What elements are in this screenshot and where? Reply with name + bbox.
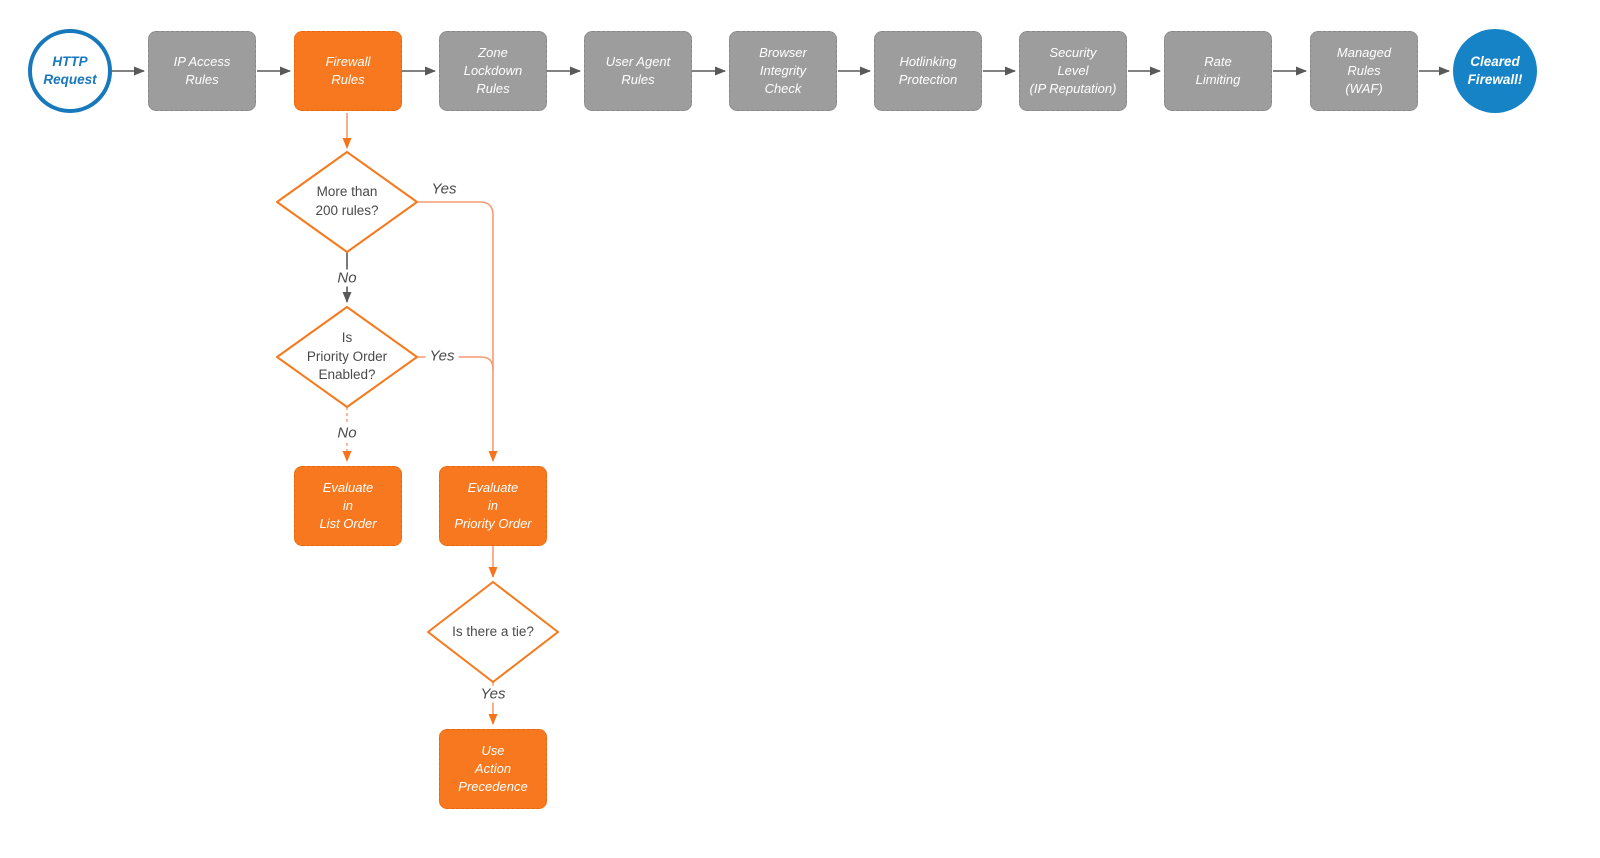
step-firewall-rules: Firewall Rules — [294, 31, 402, 111]
action-evaluate-in-list-order: Evaluate in List Order — [294, 466, 402, 546]
action-use-action-precedence: Use Action Precedence — [439, 729, 547, 809]
end-node-cleared-firewall: Cleared Firewall! — [1453, 29, 1537, 113]
decision-more-than-200-rules-label: More than 200 rules? — [315, 184, 379, 218]
edge-label-yes-decision1: Yes — [427, 180, 461, 198]
step-label: IP Access Rules — [173, 54, 231, 87]
step-user-agent-rules: User Agent Rules — [584, 31, 692, 111]
step-label: Firewall Rules — [325, 54, 371, 87]
connector-decision1-yes-to-priority-order — [417, 201, 498, 462]
step-label: Security Level (IP Reputation) — [1029, 45, 1117, 96]
step-label: Hotlinking Protection — [898, 54, 958, 87]
edge-label-no-decision1: No — [333, 269, 361, 287]
edge-label-no-decision2: No — [333, 424, 361, 442]
action-label: Evaluate in Priority Order — [454, 480, 532, 531]
step-label: Browser Integrity Check — [759, 45, 807, 96]
step-rate-limiting: Rate Limiting — [1164, 31, 1272, 111]
step-ip-access-rules: IP Access Rules — [148, 31, 256, 111]
edge-label-yes-decision2: Yes — [425, 347, 459, 365]
step-label: Managed Rules (WAF) — [1336, 45, 1392, 96]
connector-decision2-yes-join — [417, 356, 494, 370]
action-evaluate-in-priority-order: Evaluate in Priority Order — [439, 466, 547, 546]
step-browser-integrity-check: Browser Integrity Check — [729, 31, 837, 111]
step-zone-lockdown-rules: Zone Lockdown Rules — [439, 31, 547, 111]
step-hotlinking-protection: Hotlinking Protection — [874, 31, 982, 111]
step-security-level-ip-reputation: Security Level (IP Reputation) — [1019, 31, 1127, 111]
end-node-label: Cleared Firewall! — [1467, 53, 1523, 87]
action-label: Use Action Precedence — [458, 743, 528, 794]
step-label: Zone Lockdown Rules — [463, 45, 523, 96]
decision-diamond-priority-order-enabled — [276, 306, 418, 408]
step-label: User Agent Rules — [605, 54, 671, 87]
action-label: Evaluate in List Order — [319, 480, 377, 531]
decision-is-there-a-tie-label: Is there a tie? — [452, 623, 534, 639]
start-node-label: HTTP Request — [43, 53, 97, 87]
decision-diamond-more-than-200-rules — [276, 151, 418, 253]
step-managed-rules-waf: Managed Rules (WAF) — [1310, 31, 1418, 111]
edge-label-yes-decision3: Yes — [476, 685, 510, 703]
step-label: Rate Limiting — [1195, 54, 1241, 87]
decision-priority-order-enabled-label: Is Priority Order Enabled? — [306, 329, 388, 383]
start-node-http-request: HTTP Request — [28, 29, 112, 113]
decision-diamond-is-there-a-tie — [427, 581, 559, 683]
